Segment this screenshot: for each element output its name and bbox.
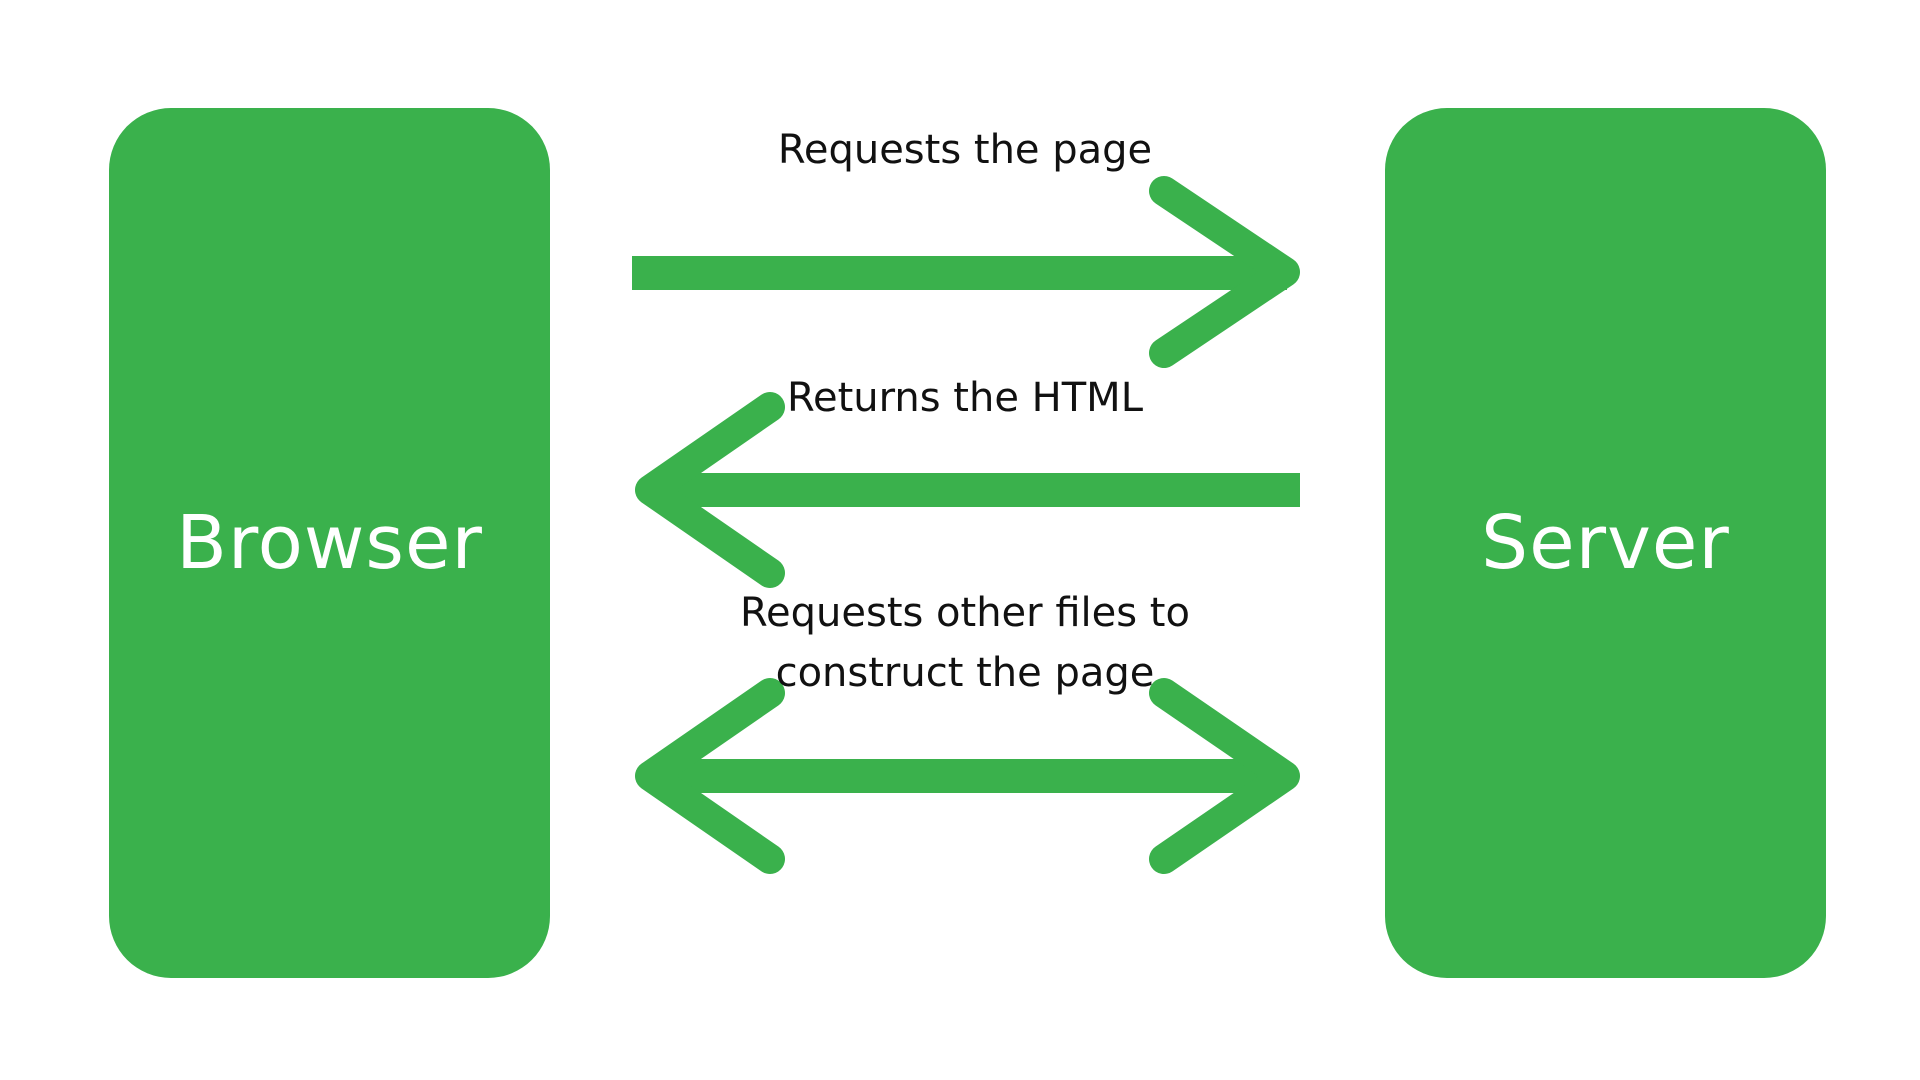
request-page-arrow xyxy=(632,176,1300,368)
return-html-arrow xyxy=(635,392,1300,588)
browser-label: Browser xyxy=(176,500,483,586)
return-html-label: Returns the HTML xyxy=(787,375,1143,421)
server-node: Server xyxy=(1385,108,1826,978)
request-files-label: Requests other files to construct the pa… xyxy=(740,590,1190,696)
browser-node: Browser xyxy=(109,108,550,978)
request-page-label: Requests the page xyxy=(777,127,1153,173)
server-label: Server xyxy=(1481,500,1730,586)
request-files-arrow xyxy=(635,678,1300,874)
